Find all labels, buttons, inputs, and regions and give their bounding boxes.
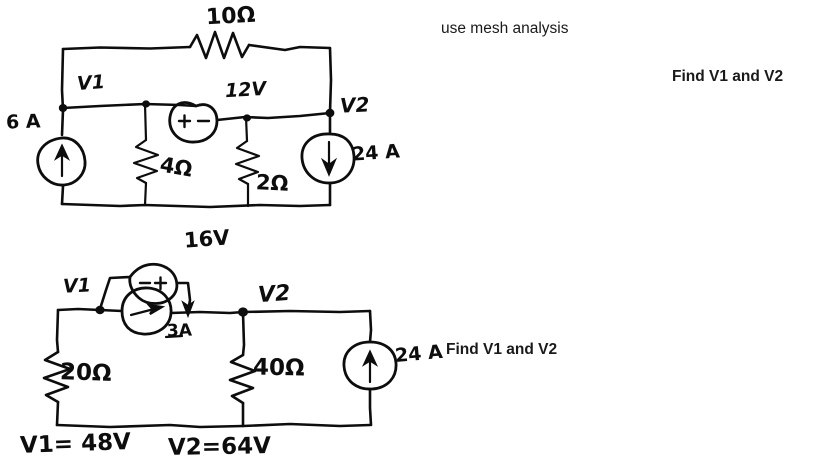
- wire-right-rail-lower-c2: [368, 387, 373, 427]
- source-12v-plus-sign: [177, 114, 192, 129]
- wire-16v-right-arrowhead: [181, 300, 195, 319]
- label-20ohm: 20Ω: [59, 359, 113, 387]
- label-node-v1-c2: V1: [62, 274, 92, 298]
- node-dot-v2-c1: [325, 108, 335, 118]
- label-3a: 3A: [166, 320, 193, 342]
- wire-top-right-c1: [247, 43, 332, 52]
- node-dot-2ohm-c1: [243, 114, 251, 122]
- wire-left-rail-lower-c1: [60, 184, 65, 206]
- source-24a-arrowhead-c1: [320, 157, 338, 177]
- wire-4ohm-top-lead: [143, 102, 148, 142]
- circuit-1-group: [36, 30, 356, 209]
- instruction-find-bottom: Find V1 and V2: [446, 341, 558, 358]
- source-24a-body-c2: [342, 340, 398, 391]
- resistor-2ohm-symbol: [234, 139, 261, 186]
- resistor-40ohm-symbol: [228, 353, 257, 405]
- label-12v: 12V: [224, 77, 267, 103]
- wire-40ohm-top-lead: [241, 311, 246, 357]
- answer-v1: V1= 48V: [19, 429, 132, 459]
- source-3a-arrowhead: [146, 303, 166, 315]
- wire-left-rail-c2: [55, 308, 60, 354]
- label-node-v2-c1: V2: [339, 92, 371, 118]
- source-24a-arrowhead-c2: [361, 349, 379, 367]
- wire-3a-to-v2-c2: [169, 310, 245, 315]
- wire-right-rail-upper-c2: [368, 309, 373, 344]
- label-node-v1-c1: V1: [76, 71, 106, 95]
- label-16v: 16V: [183, 225, 231, 253]
- wire-left-rail-lower-c2: [55, 400, 60, 427]
- source-12v-body-c1: [168, 101, 219, 144]
- source-16v-body: [128, 262, 179, 305]
- wire-top-left-c1: [61, 45, 192, 51]
- circuit-2-group: [42, 262, 398, 429]
- node-dot-4ohm-c1: [142, 100, 150, 108]
- wire-right-rail-c1: [328, 46, 333, 135]
- node-dot-v2-c2: [238, 307, 248, 317]
- source-16v-plus-sign: [153, 276, 168, 291]
- label-6a: 6 A: [5, 110, 41, 134]
- label-24a-c1: 24 A: [351, 140, 401, 166]
- wire-v1-to-3a-c2: [56, 307, 124, 313]
- resistor-20ohm-symbol: [42, 350, 72, 404]
- source-3a-label-underline: [164, 334, 184, 339]
- node-dot-v1-c2: [95, 305, 105, 315]
- wire-bottom-rail-c2: [55, 422, 372, 429]
- resistor-10ohm-symbol: [188, 30, 251, 60]
- label-24a-c2: 24 A: [394, 340, 444, 368]
- wire-bottom-rail-c1: [60, 202, 332, 209]
- wire-left-rail-c1: [60, 47, 65, 137]
- wire-v2-to-right-rail-c2: [241, 309, 372, 314]
- wire-vsource-to-v2-c1: [215, 111, 332, 122]
- wire-4ohm-bottom-lead: [143, 181, 148, 207]
- answer-v2: V2=64V: [167, 433, 272, 461]
- label-10ohm: 10Ω: [205, 2, 256, 31]
- label-node-v2-c2: V2: [257, 280, 292, 309]
- node-dot-v1-c1: [58, 104, 68, 112]
- resistor-4ohm-symbol: [132, 138, 160, 185]
- instruction-mesh-analysis: use mesh analysis: [441, 20, 569, 37]
- label-2ohm: 2Ω: [255, 170, 290, 196]
- source-6a-arrowhead: [53, 143, 71, 161]
- label-40ohm: 40Ω: [252, 354, 305, 382]
- wire-16v-left-lead: [98, 275, 132, 311]
- source-6a-body: [36, 136, 87, 187]
- instruction-find-top: Find V1 and V2: [672, 68, 784, 85]
